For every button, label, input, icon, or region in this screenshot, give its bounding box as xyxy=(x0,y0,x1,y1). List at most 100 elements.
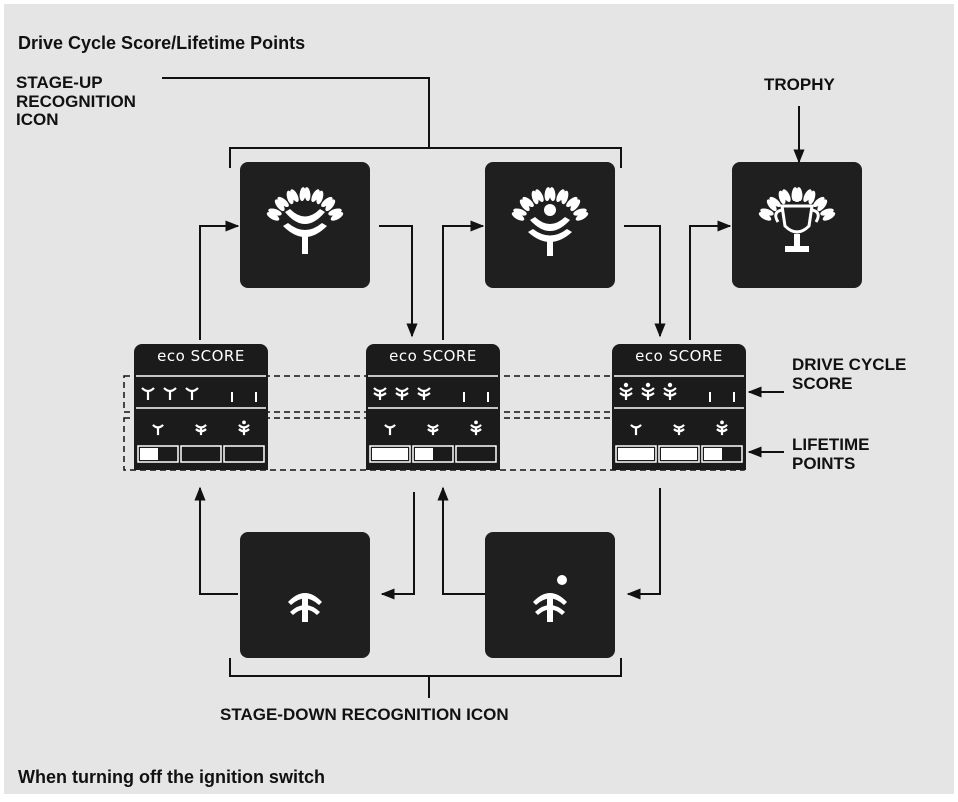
drive-cycle-label-line1: DRIVE CYCLE xyxy=(792,355,907,374)
laurel-leaf xyxy=(778,190,786,205)
stage-up-label-line3: ICON xyxy=(16,110,59,130)
laurel-leaf xyxy=(544,187,551,202)
laurel-leaf xyxy=(321,196,333,208)
score-plant-icon xyxy=(630,424,642,436)
eco-word: eco xyxy=(389,347,418,365)
lifetime-bar-fill xyxy=(140,448,158,460)
laurel-leaf xyxy=(328,208,342,216)
laurel-leaf xyxy=(782,189,791,203)
laurel-leaf xyxy=(290,189,299,203)
score-dot-icon xyxy=(623,382,629,388)
lifetime-bar-fill xyxy=(661,448,697,460)
arrow-up2-to-panel3 xyxy=(624,225,666,338)
stage-up-bracket xyxy=(229,147,622,168)
lifetime-bar-frame xyxy=(180,445,222,463)
score-plant-icon xyxy=(673,424,685,436)
lifetime-bar-frame xyxy=(223,445,265,463)
diagram-canvas: Drive Cycle Score/Lifetime Points STAGE-… xyxy=(4,4,954,794)
score-plant-icon xyxy=(384,424,396,436)
drive-cycle-label-line2: SCORE xyxy=(792,373,853,393)
score-plant-icon xyxy=(663,387,677,400)
laurel-leaf xyxy=(570,199,581,212)
laurel-leaf xyxy=(299,187,306,202)
eco-score-header: eco SCORE xyxy=(366,347,500,365)
score-plant-icon xyxy=(470,424,482,436)
eco-score-header: eco SCORE xyxy=(134,347,268,365)
arrow-panel1-to-up1 xyxy=(199,220,240,340)
score-dot-icon xyxy=(720,420,724,425)
eco-word: eco xyxy=(157,347,186,365)
laurel-leaf xyxy=(531,190,539,205)
arrow-panel3-to-down2 xyxy=(626,488,661,600)
laurel-leaf xyxy=(304,187,311,202)
score-plant-icon xyxy=(373,387,387,400)
trophy-icon xyxy=(758,187,836,252)
laurel-leaf xyxy=(575,212,589,221)
laurel-leaf xyxy=(822,212,836,221)
laurel-leaf xyxy=(266,212,280,221)
score-plant-icon xyxy=(619,387,633,400)
laurel-leaf xyxy=(522,196,534,208)
lifetime-label-line2: POINTS xyxy=(792,453,856,473)
stage-down-bracket xyxy=(229,658,622,677)
score-plant-icon xyxy=(641,387,655,400)
eco-score-panel-3: eco SCORE xyxy=(612,344,746,470)
laurel-stage-3-icon xyxy=(511,187,589,256)
eco-word: eco xyxy=(635,347,664,365)
laurel-leaf xyxy=(573,208,587,216)
score-plant-icon xyxy=(716,424,728,436)
laurel-leaf xyxy=(556,189,565,203)
score-plant-icon xyxy=(427,424,439,436)
arrow-panel3-to-trophy xyxy=(689,220,732,340)
laurel-leaf xyxy=(769,196,781,208)
laurel-leaf xyxy=(286,190,294,205)
score-dot-icon xyxy=(474,420,478,425)
stage-up-label-line1: STAGE-UP xyxy=(16,73,103,92)
trophy-label: TROPHY xyxy=(764,75,835,94)
panel-2-graphics xyxy=(368,375,498,463)
stage-down-tile-2 xyxy=(485,532,615,658)
arrow-down1-to-panel1 xyxy=(194,486,238,595)
score-dot-icon xyxy=(645,382,651,388)
sprout-icon xyxy=(288,593,322,622)
score-plant-icon xyxy=(185,387,199,400)
laurel-leaf xyxy=(511,212,525,221)
score-plant-icon xyxy=(395,387,409,400)
laurel-leaf xyxy=(813,196,825,208)
trophy-tile xyxy=(732,162,862,288)
laurel-leaf xyxy=(274,199,285,212)
stage-up-tile-2 xyxy=(485,162,615,288)
stage-down-label: STAGE-DOWN RECOGNITION ICON xyxy=(220,705,509,724)
stage-up-label: STAGE-UP RECOGNITION ICON xyxy=(16,73,136,130)
laurel-leaf xyxy=(519,199,530,212)
sprout-with-dot-icon xyxy=(533,575,567,622)
lifetime-bar-fill xyxy=(704,448,722,460)
laurel-leaf xyxy=(817,199,828,212)
score-dot-icon xyxy=(667,382,673,388)
laurel-leaf xyxy=(766,199,777,212)
score-word: SCORE xyxy=(668,347,723,365)
laurel-leaf xyxy=(311,189,320,203)
laurel-leaf xyxy=(330,212,344,221)
eco-score-header: eco SCORE xyxy=(612,347,746,365)
score-dot-icon xyxy=(242,420,246,425)
arrow-panel2-to-down1 xyxy=(380,492,415,600)
score-plant-icon xyxy=(417,387,431,400)
laurel-leaf xyxy=(758,212,772,221)
lifetime-bar-fill xyxy=(618,448,654,460)
footer-caption: When turning off the ignition switch xyxy=(18,767,325,787)
arrow-panel2-to-up2 xyxy=(442,220,485,340)
lifetime-bar-frame xyxy=(455,445,497,463)
score-word: SCORE xyxy=(422,347,477,365)
laurel-leaf xyxy=(820,208,834,216)
score-plant-icon xyxy=(141,387,155,400)
score-plant-icon xyxy=(238,424,250,436)
diagram-title: Drive Cycle Score/Lifetime Points xyxy=(18,33,306,53)
stage-up-leader xyxy=(162,77,430,148)
laurel-leaf xyxy=(535,189,544,203)
score-plant-icon xyxy=(163,387,177,400)
panel-1-graphics xyxy=(136,375,266,463)
eco-score-panel-2: eco SCORE xyxy=(366,344,500,470)
lifetime-bar-fill xyxy=(415,448,433,460)
eco-score-panel-1: eco SCORE xyxy=(134,344,268,470)
